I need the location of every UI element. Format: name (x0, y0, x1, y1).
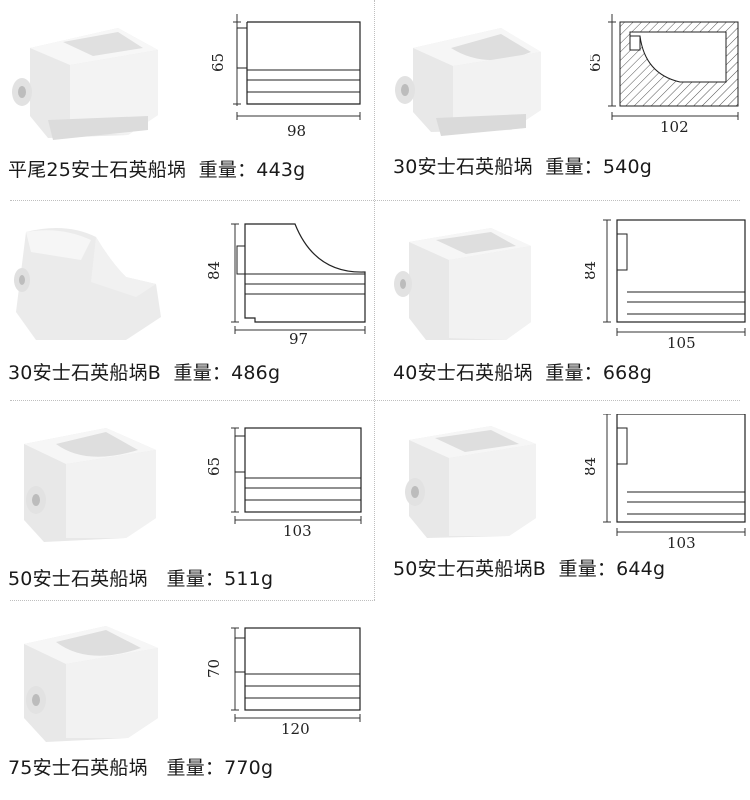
horizontal-divider (10, 600, 375, 601)
product-card-6: 70 120 75安士石英船埚 重量：770g (0, 600, 375, 800)
product-caption: 50安士石英船埚 重量：511g (8, 564, 273, 591)
width-dimension: 102 (660, 118, 689, 136)
product-name: 50安士石英船埚B (393, 558, 547, 580)
product-card-1: 65 102 30安士石英船埚 重量：540g (375, 0, 750, 200)
technical-drawing: 65 102 (590, 14, 739, 136)
weight-value: 770g (224, 757, 274, 779)
weight-label: 重量： (166, 757, 225, 779)
technical-drawing: 84 97 (205, 223, 366, 344)
width-dimension: 105 (667, 334, 696, 349)
weight-label: 重量： (166, 568, 225, 590)
vertical-divider (374, 0, 375, 600)
technical-drawing: 84 103 (585, 414, 746, 549)
technical-drawing: 65 103 (205, 427, 362, 540)
width-dimension: 103 (283, 522, 312, 540)
technical-drawing: 65 98 (209, 14, 361, 139)
height-dimension: 84 (585, 261, 599, 280)
weight-label: 重量： (198, 159, 257, 181)
weight-value: 644g (616, 558, 666, 580)
weight-label: 重量： (545, 362, 603, 384)
crucible-photo (24, 428, 156, 542)
height-dimension: 70 (205, 659, 223, 678)
product-caption: 30安士石英船埚B 重量：486g (8, 358, 280, 385)
width-dimension: 103 (667, 534, 696, 549)
product-card-0: 65 98 平尾25安士石英船埚 重量：443g (0, 0, 375, 200)
product-card-3: 84 105 40安士石英船埚 重量：668g (375, 200, 750, 400)
horizontal-divider (10, 400, 740, 401)
crucible-photo (405, 426, 536, 538)
weight-value: 443g (256, 159, 306, 181)
weight-value: 511g (224, 568, 274, 590)
weight-label: 重量： (545, 156, 603, 178)
width-dimension: 120 (281, 720, 310, 738)
weight-value: 486g (231, 362, 281, 384)
product-card-5: 84 103 50安士石英船埚B 重量：644g (375, 400, 750, 600)
product-caption: 平尾25安士石英船埚 重量：443g (8, 155, 305, 182)
product-name: 40安士石英船埚 (393, 362, 533, 384)
weight-label: 重量： (173, 362, 232, 384)
crucible-photo (12, 28, 158, 140)
product-card-4: 65 103 50安士石英船埚 重量：511g (0, 400, 375, 600)
crucible-photo (14, 228, 161, 340)
product-name: 30安士石英船埚B (8, 362, 162, 384)
width-dimension: 97 (289, 330, 308, 344)
product-name: 30安士石英船埚 (393, 156, 533, 178)
product-caption: 75安士石英船埚 重量：770g (8, 753, 273, 780)
crucible-photo (24, 626, 158, 742)
height-dimension: 84 (205, 261, 223, 280)
technical-drawing: 84 105 (585, 219, 746, 349)
product-caption: 30安士石英船埚 重量：540g (393, 152, 652, 179)
weight-label: 重量： (558, 558, 617, 580)
width-dimension: 98 (287, 122, 306, 139)
height-dimension: 84 (585, 457, 599, 476)
crucible-photo (394, 228, 531, 340)
height-dimension: 65 (590, 53, 604, 72)
product-caption: 40安士石英船埚 重量：668g (393, 358, 652, 385)
product-card-2: 84 97 30安士石英船埚B 重量：486g (0, 200, 375, 400)
product-caption: 50安士石英船埚B 重量：644g (393, 554, 665, 581)
height-dimension: 65 (209, 53, 227, 72)
weight-value: 540g (602, 156, 653, 178)
weight-value: 668g (602, 362, 653, 384)
product-name: 平尾25安士石英船埚 (8, 159, 187, 181)
product-name: 75安士石英船埚 (8, 757, 148, 779)
technical-drawing: 70 120 (205, 627, 361, 738)
product-name: 50安士石英船埚 (8, 568, 148, 590)
crucible-photo (395, 28, 541, 136)
height-dimension: 65 (205, 457, 223, 476)
horizontal-divider (10, 200, 740, 201)
